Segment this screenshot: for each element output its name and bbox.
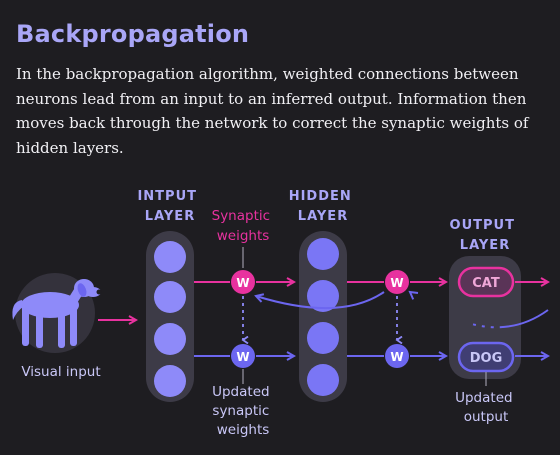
- updated-synaptic-weights-line1: Updated: [212, 384, 269, 400]
- input-layer-label: INTPUT LAYER: [137, 189, 202, 224]
- hidden-neuron: [307, 322, 339, 354]
- description: In the backpropagation algorithm, weight…: [16, 65, 529, 157]
- hidden-neuron: [307, 238, 339, 270]
- weight-node-label: W: [236, 350, 249, 364]
- input-layer-column: [146, 231, 194, 402]
- hidden-layer-label: HIDDEN LAYER: [289, 189, 358, 224]
- output-layer-label: OUTPUT LAYER: [450, 218, 521, 253]
- input-layer-label-line1: INTPUT: [137, 189, 197, 204]
- hidden-layer-column: [299, 231, 347, 402]
- weight-node-label: W: [390, 276, 403, 290]
- backprop-curve-hidden: [256, 291, 385, 309]
- input-layer-label-line2: LAYER: [145, 209, 195, 224]
- input-neuron: [154, 241, 186, 273]
- output-layer-column: CAT DOG: [449, 256, 521, 379]
- weight-node-hidden-pink: W: [385, 270, 409, 294]
- dog-silhouette-icon: [12, 273, 102, 353]
- updated-synaptic-weights-line3: weights: [217, 422, 270, 438]
- weight-node-label: W: [390, 350, 403, 364]
- weight-node-input-blue: W: [231, 344, 255, 368]
- visual-input-label: Visual input: [21, 364, 100, 380]
- updated-synaptic-weights-line2: synaptic: [212, 403, 269, 419]
- updated-output-line2: output: [464, 409, 509, 425]
- hidden-layer-label-line1: HIDDEN: [289, 189, 352, 204]
- input-neuron: [154, 281, 186, 313]
- input-neuron: [154, 365, 186, 397]
- weight-node-input-pink: W: [231, 270, 255, 294]
- updated-synaptic-weights-label: Updated synaptic weights: [212, 384, 274, 438]
- input-neuron: [154, 323, 186, 355]
- output-dog-label: DOG: [470, 351, 503, 366]
- backprop-curve-output: [410, 292, 549, 329]
- synaptic-weights-label-line1: Synaptic: [212, 208, 270, 224]
- synaptic-weights-label-line2: weights: [217, 228, 270, 244]
- output-dog-box: [457, 341, 515, 373]
- output-cat-box: [457, 266, 515, 298]
- hidden-neuron: [307, 280, 339, 312]
- output-layer-label-line2: LAYER: [460, 238, 510, 253]
- hidden-layer-label-line2: LAYER: [298, 209, 348, 224]
- updated-output-line1: Updated: [455, 390, 512, 406]
- output-layer-label-line1: OUTPUT: [450, 218, 515, 233]
- weight-node-hidden-blue: W: [385, 344, 409, 368]
- updated-output-label: Updated output: [455, 390, 517, 425]
- page-title: Backpropagation: [16, 20, 250, 48]
- synaptic-weights-label: Synaptic weights: [212, 208, 275, 244]
- weight-node-label: W: [236, 276, 249, 290]
- output-cat-label: CAT: [472, 276, 500, 291]
- hidden-neuron: [307, 364, 339, 396]
